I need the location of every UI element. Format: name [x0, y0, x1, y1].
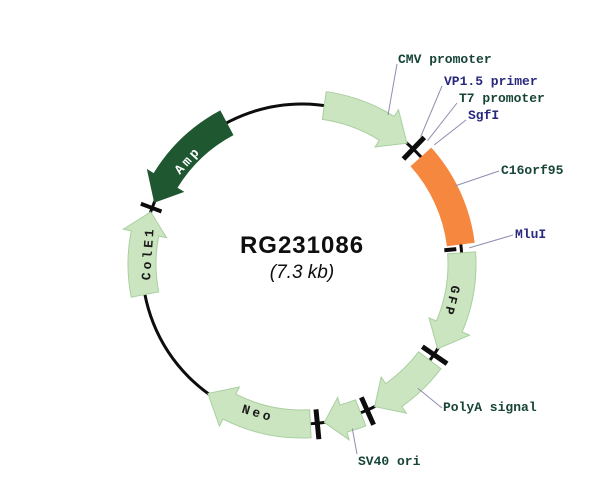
label-t7-promoter: T7 promoter — [459, 91, 545, 106]
label-vp15-primer: VP1.5 primer — [444, 74, 538, 89]
segment-amp — [146, 110, 234, 203]
segment-neo — [207, 386, 312, 439]
tick-1 — [444, 247, 457, 253]
segment-label-cole1: ColE1 — [139, 226, 158, 281]
segment-polya-signal — [374, 351, 442, 414]
leader-line-mlui — [469, 234, 514, 249]
segment-sv40-ori — [323, 395, 367, 441]
label-polya-signal: PolyA signal — [443, 400, 537, 415]
label-sgfi: SgfI — [468, 108, 499, 123]
tick-5 — [140, 201, 163, 214]
label-mlui: MluI — [515, 227, 546, 242]
label-c16orf95: C16orf95 — [501, 163, 564, 178]
leader-line-t7-promoter — [427, 102, 458, 141]
leader-line-polya-signal — [417, 387, 443, 409]
segment-gfp — [428, 251, 477, 350]
leader-line-sv40-ori — [351, 428, 358, 455]
leader-line-cmv-promoter — [387, 63, 398, 116]
tick-3 — [359, 396, 376, 426]
segment-cmv-promoter — [321, 91, 408, 148]
leader-line-sgfi — [433, 119, 467, 146]
leader-line-c16orf95 — [455, 170, 500, 187]
segment-c16orf95 — [410, 147, 475, 247]
label-sv40-ori: SV40 ori — [358, 454, 421, 469]
tick-2 — [420, 344, 449, 366]
segment-cole1 — [122, 211, 168, 298]
label-cmv-promoter: CMV promoter — [398, 52, 492, 67]
tick-4 — [313, 409, 322, 440]
leader-line-vp15-primer — [420, 85, 443, 137]
tick-0 — [401, 135, 427, 161]
